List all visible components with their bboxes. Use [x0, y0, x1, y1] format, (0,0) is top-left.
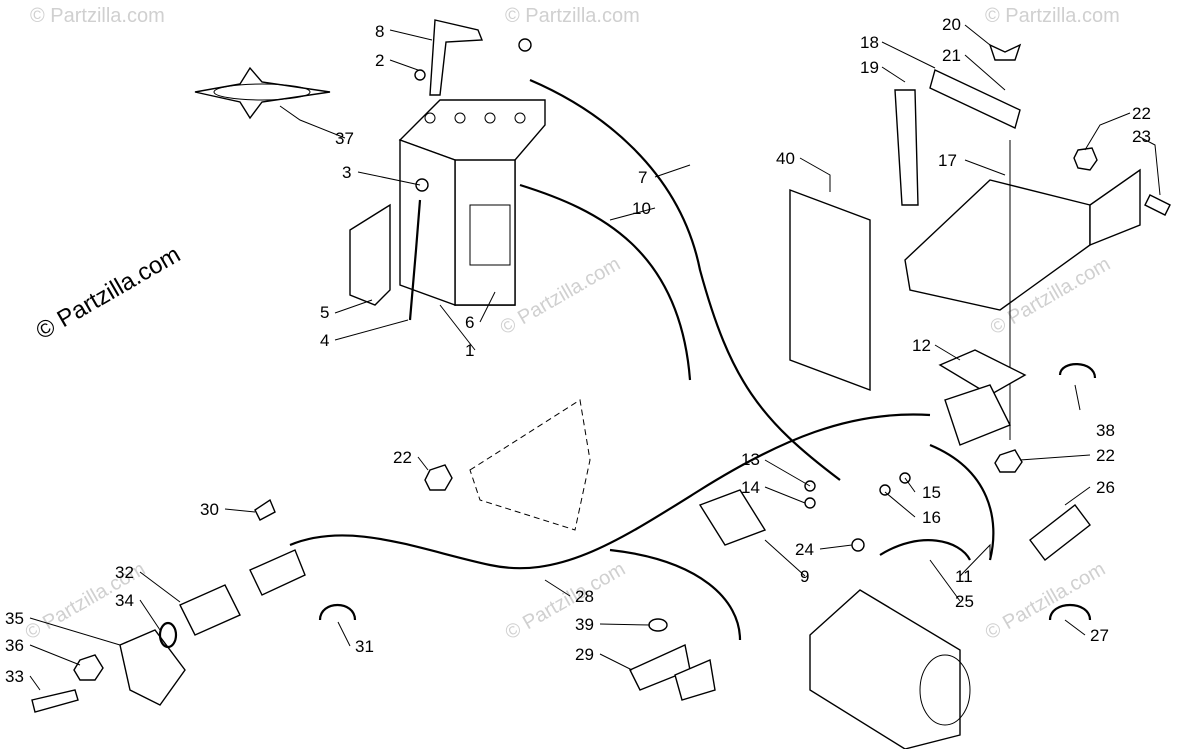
vent-fitting-icon [415, 178, 429, 192]
callout-5: 5 [320, 303, 329, 322]
callout-3: 3 [342, 163, 351, 182]
callout-15: 15 [922, 483, 941, 502]
callout-34: 34 [115, 591, 134, 610]
clamp-icon [1058, 363, 1097, 379]
callout-12: 12 [912, 336, 931, 355]
callout-38: 38 [1096, 421, 1115, 440]
terminal-screw-icon [414, 69, 426, 81]
connector-icon [254, 498, 276, 521]
callout-32: 32 [115, 563, 134, 582]
starter-motor-icon [809, 589, 971, 749]
fuse-cap-icon [674, 659, 716, 701]
callout-33: 33 [5, 667, 24, 686]
callout-30: 30 [200, 500, 219, 519]
ignition-nut-icon [73, 654, 104, 681]
callout-22-frame: 22 [393, 448, 412, 467]
callout-8: 8 [375, 22, 384, 41]
main-wiring-harness-icon [289, 413, 931, 570]
clamp-icon [318, 604, 357, 621]
callout-31: 31 [355, 637, 374, 656]
partzilla-watermark: © Partzilla.com [32, 241, 186, 345]
callout-2: 2 [375, 51, 384, 70]
callout-17: 17 [938, 151, 957, 170]
starter-cable-icon [879, 539, 971, 561]
hex-nut-icon [1073, 147, 1098, 171]
callout-28: 28 [575, 587, 594, 606]
positive-cable-icon [529, 78, 841, 481]
lock-ring-icon [158, 621, 178, 649]
callout-4: 4 [320, 331, 329, 350]
hex-nut-icon [851, 538, 865, 552]
lock-washer-icon [804, 497, 816, 509]
callout-6: 6 [465, 313, 474, 332]
tray-flange-icon [1089, 168, 1141, 247]
starter-boot-icon [1029, 504, 1091, 561]
battery-bolt-icon [518, 38, 532, 52]
callout-21: 21 [942, 46, 961, 65]
faint-watermark: © Partzilla.com [505, 5, 640, 27]
hold-down-bracket-icon [929, 69, 1021, 129]
callout-26: 26 [1096, 478, 1115, 497]
terminal-boot-icon [429, 19, 484, 96]
callout-20: 20 [942, 15, 961, 34]
callout-36: 36 [5, 636, 24, 655]
faint-watermark: © Partzilla.com [30, 5, 165, 27]
battery-icon [398, 99, 546, 306]
callout-18: 18 [860, 33, 879, 52]
callout-19: 19 [860, 58, 879, 77]
battery-pad-icon [789, 188, 871, 392]
bolt-icon [1144, 194, 1171, 216]
clamp-icon [1048, 604, 1092, 621]
callout-14: 14 [741, 478, 760, 497]
callout-29: 29 [575, 645, 594, 664]
callout-10: 10 [632, 199, 651, 218]
negative-cable-icon [519, 183, 692, 381]
callout-24: 24 [795, 540, 814, 559]
hex-nut-icon [424, 464, 453, 491]
callout-22-solenoid: 22 [1096, 446, 1115, 465]
harness-branch-icon [609, 548, 742, 641]
decal-logo-icon [194, 66, 331, 120]
hex-nut-icon [994, 449, 1023, 473]
faint-watermark: © Partzilla.com [502, 558, 630, 644]
ignition-switch-icon [179, 549, 306, 636]
starter-solenoid-icon [944, 384, 1011, 446]
battery-bracket-icon [349, 203, 391, 306]
callout-11: 11 [955, 567, 973, 586]
vent-hose-icon [408, 199, 422, 321]
solenoid-bracket-icon [938, 349, 1027, 396]
callout-37: 37 [335, 129, 354, 148]
ignition-key-icon [31, 689, 79, 713]
callout-40: 40 [776, 149, 795, 168]
callout-16: 16 [922, 508, 941, 527]
callout-23: 23 [1132, 127, 1151, 146]
frame-bracket-outline [469, 399, 591, 531]
hold-down-strap-icon [894, 89, 919, 206]
faint-watermark: © Partzilla.com [985, 5, 1120, 27]
callout-1: 1 [465, 341, 474, 360]
cable-11-icon [929, 443, 995, 561]
callout-7: 7 [638, 168, 647, 187]
callout-9: 9 [800, 567, 809, 586]
callout-39: 39 [575, 615, 594, 634]
wing-nut-icon [988, 43, 1022, 61]
callout-35: 35 [5, 609, 24, 628]
fuse-icon [648, 618, 668, 632]
callout-13: 13 [741, 450, 760, 469]
callout-25: 25 [955, 592, 974, 611]
terminal-cap-icon [698, 489, 767, 546]
leader-lines [29, 24, 1161, 691]
callout-27: 27 [1090, 626, 1109, 645]
callout-22-tray: 22 [1132, 104, 1151, 123]
nut-icon [879, 484, 891, 496]
callout-labels: 1 2 3 4 5 6 7 8 9 10 11 12 13 14 15 16 1… [5, 15, 1151, 686]
ignition-plate-icon [119, 629, 186, 706]
